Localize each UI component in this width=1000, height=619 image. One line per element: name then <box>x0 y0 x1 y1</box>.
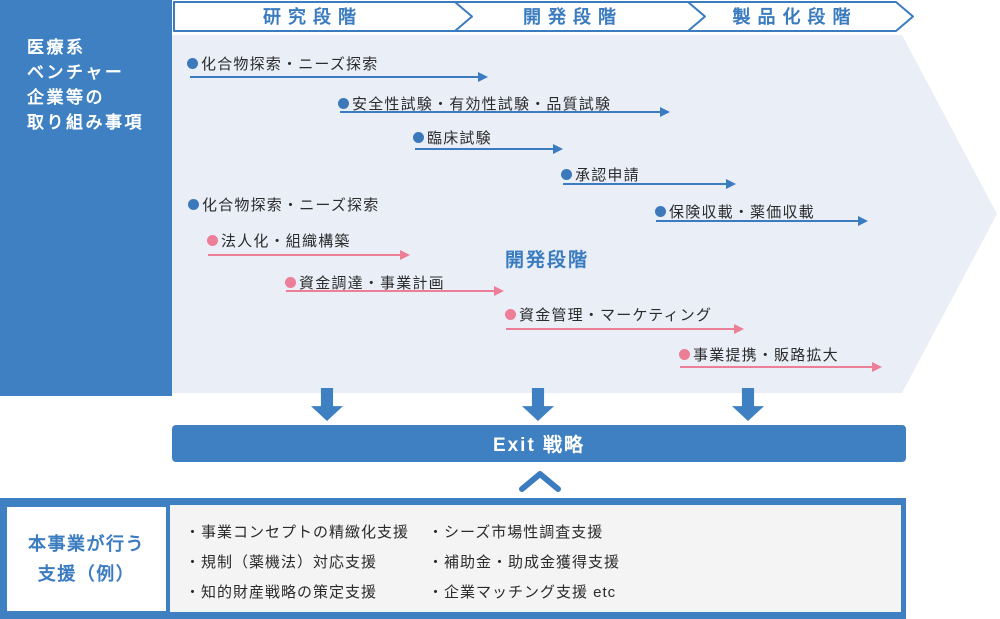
stage-tab-development: 開発段階 <box>523 6 623 27</box>
support-item: ・事業コンセプトの精緻化支援 <box>185 524 410 541</box>
pink-dot-icon <box>505 308 516 320</box>
timeline-arrow-icon <box>656 215 868 226</box>
blue-dot-icon <box>338 97 349 109</box>
timeline-arrow-icon <box>286 285 504 296</box>
support-item: ・規制（薬機法）対応支援 <box>185 554 378 571</box>
stage-header-outline <box>173 1 914 32</box>
task-label: 保険収載・薬価収載 <box>669 203 815 221</box>
sidebar-line: 医療系 <box>27 38 86 57</box>
support-section: 本事業が行う 支援（例） ・事業コンセプトの精緻化支援 ・規制（薬機法）対応支援… <box>0 498 906 619</box>
support-item: ・補助金・助成金獲得支援 <box>428 554 621 571</box>
sidebar-line: 取り組み事項 <box>27 113 144 132</box>
task-fund-management-marketing: 資金管理・マーケティング <box>505 304 712 324</box>
timeline-arrow-icon <box>563 178 736 189</box>
timeline-arrow-icon <box>415 143 563 154</box>
stage-tab-productization: 製品化段階 <box>732 6 858 27</box>
blue-dot-icon <box>655 205 666 217</box>
task-insurance-listing: 保険収載・薬価収載 <box>655 201 815 221</box>
blue-dot-icon <box>413 131 424 143</box>
task-label: 臨床試験 <box>427 129 492 147</box>
task-label: 事業提携・販路拡大 <box>693 346 839 364</box>
blue-dot-icon <box>187 57 198 69</box>
support-items-column-1: ・事業コンセプトの精緻化支援 ・規制（薬機法）対応支援 ・知的財産戦略の策定支援 <box>185 518 409 608</box>
task-approval-application: 承認申請 <box>561 164 640 184</box>
support-items-column-2: ・シーズ市場性調査支援 ・補助金・助成金獲得支援 ・企業マッチング支援 etc <box>428 518 620 608</box>
stage-separator-icon <box>454 1 473 32</box>
timeline-arrow-icon <box>190 71 488 82</box>
support-title-box: 本事業が行う 支援（例） <box>7 507 166 611</box>
stage-separator-icon <box>687 1 706 32</box>
stage-tab-research: 研究段階 <box>263 6 363 27</box>
support-title-line: 本事業が行う <box>28 534 145 554</box>
exit-strategy-label: Exit 戦略 <box>492 435 586 456</box>
task-compound-needs-search: 化合物探索・ニーズ探索 <box>187 53 378 73</box>
task-label: 資金管理・マーケティング <box>519 306 713 324</box>
support-title-line: 支援（例） <box>37 564 136 584</box>
timeline-arrow-icon <box>340 106 670 117</box>
pink-dot-icon <box>207 234 218 246</box>
task-safety-efficacy-quality-tests: 安全性試験・有効性試験・品質試験 <box>338 93 611 113</box>
timeline-arrow-icon <box>680 361 882 372</box>
support-item: ・企業マッチング支援 etc <box>428 584 617 601</box>
chevron-up-icon <box>519 471 561 492</box>
support-items-box: ・事業コンセプトの精緻化支援 ・規制（薬機法）対応支援 ・知的財産戦略の策定支援… <box>170 505 901 612</box>
sidebar-line: 企業等の <box>27 88 105 107</box>
task-label: 承認申請 <box>575 166 640 184</box>
blue-dot-icon <box>561 168 572 180</box>
task-label: 安全性試験・有効性試験・品質試験 <box>352 95 612 113</box>
task-compound-needs-search-2: 化合物探索・ニーズ探索 <box>188 194 379 214</box>
development-stage-label: 開発段階 <box>505 250 590 271</box>
task-funding-business-plan: 資金調達・事業計画 <box>285 272 445 292</box>
task-label: 化合物探索・ニーズ探索 <box>201 55 379 73</box>
pink-dot-icon <box>679 348 690 360</box>
task-business-alliance-sales: 事業提携・販路拡大 <box>679 344 839 364</box>
exit-strategy-bar: Exit 戦略 <box>172 425 906 462</box>
task-label: 化合物探索・ニーズ探索 <box>202 196 380 214</box>
pink-dot-icon <box>285 276 296 288</box>
big-right-arrow-shape <box>172 35 997 393</box>
blue-dot-icon <box>188 198 199 210</box>
support-item: ・シーズ市場性調査支援 <box>428 524 604 541</box>
task-label: 法人化・組織構築 <box>221 232 351 250</box>
task-clinical-trials: 臨床試験 <box>413 127 492 147</box>
task-incorporation-organization: 法人化・組織構築 <box>207 230 351 250</box>
support-item: ・知的財産戦略の策定支援 <box>185 584 378 601</box>
sidebar-initiatives: 医療系 ベンチャー 企業等の 取り組み事項 <box>0 0 172 396</box>
sidebar-line: ベンチャー <box>27 63 125 82</box>
timeline-arrow-icon <box>208 249 410 260</box>
task-label: 資金調達・事業計画 <box>299 274 445 292</box>
timeline-arrow-icon <box>506 323 744 334</box>
